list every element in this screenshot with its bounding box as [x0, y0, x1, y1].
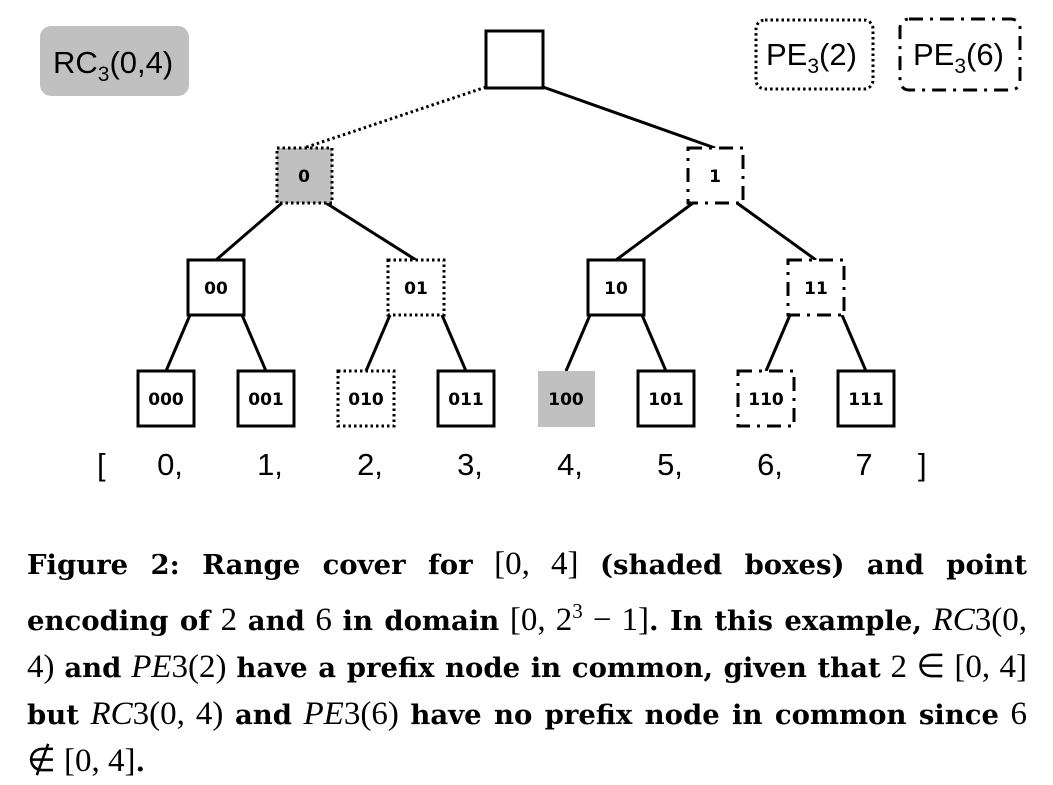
edge-11-110 [764, 314, 792, 372]
edge-0-01 [325, 201, 417, 262]
edge-10-101 [640, 314, 668, 372]
svg-text:001: 001 [248, 390, 284, 410]
tree-leaf-000: 000 [136, 369, 196, 428]
tree-leaf-010: 010 [336, 369, 396, 428]
domain-value: 5, [657, 447, 683, 482]
edge-00-000 [164, 314, 192, 372]
svg-text:11: 11 [804, 279, 828, 299]
tree-leaf-111: 111 [836, 369, 896, 428]
svg-text:000: 000 [148, 390, 184, 410]
legend-pe6-label: PE3(6) [913, 37, 1004, 78]
tree-node-1: 1 [686, 146, 745, 205]
tree-node-00: 00 [186, 258, 246, 317]
edge-11-111 [840, 314, 868, 372]
legend-pe2-label: PE3(2) [766, 37, 857, 78]
tree-node-01: 01 [386, 258, 446, 317]
svg-text:0: 0 [298, 167, 310, 187]
tree-leaf-110: 110 [736, 369, 796, 428]
tree-edges [164, 85, 868, 372]
svg-text:011: 011 [448, 390, 484, 410]
tree-node-11: 11 [786, 258, 846, 317]
svg-text:110: 110 [748, 390, 784, 410]
svg-text:111: 111 [848, 390, 884, 410]
edge-1-10 [615, 201, 694, 262]
legend-range-cover-label: RC3(0,4) [53, 45, 173, 86]
svg-text:1: 1 [709, 167, 721, 187]
tree-leaf-001: 001 [236, 369, 296, 428]
edge-10-100 [564, 314, 592, 372]
svg-text:101: 101 [648, 390, 684, 410]
edge-root-1 [542, 85, 716, 150]
svg-text:01: 01 [404, 279, 428, 299]
edge-0-00 [215, 201, 283, 262]
edge-1-11 [736, 201, 817, 262]
tree-leaf-011: 011 [436, 369, 496, 428]
tree-node-0: 0 [275, 146, 334, 205]
legend-point-encoding-2: PE3(2) [754, 18, 875, 91]
legend-range-cover: RC3(0,4) [40, 26, 189, 96]
edge-01-010 [364, 314, 392, 372]
edge-root-0 [303, 85, 487, 150]
domain-open-bracket: [ [97, 447, 106, 482]
svg-text:00: 00 [204, 279, 228, 299]
tree-node-10: 10 [586, 258, 646, 317]
domain-value: 3, [457, 447, 483, 482]
domain-value: 6, [757, 447, 783, 482]
domain-value: 7 [855, 447, 872, 482]
domain-close-bracket: ] [918, 447, 927, 482]
tree-leaf-101: 101 [636, 369, 696, 428]
domain-value: 1, [257, 447, 283, 482]
edge-00-001 [240, 314, 268, 372]
tree-leaf-100: 100 [538, 371, 595, 427]
domain-value: 4, [557, 447, 583, 482]
figure-caption: Figure 2: Range cover for [0, 4] (shaded… [27, 546, 1028, 779]
prefix-tree-diagram: RC3(0,4) PE3(2) PE3(6) 0 1 00 [40, 17, 1022, 482]
domain-values: [ 0, 1, 2, 3, 4, 5, 6, 7 ] [97, 447, 927, 482]
legend-point-encoding-6: PE3(6) [898, 17, 1022, 92]
svg-text:100: 100 [548, 390, 584, 410]
svg-text:010: 010 [348, 390, 384, 410]
tree-node-root [484, 29, 545, 90]
edge-01-011 [440, 314, 468, 372]
domain-value: 0, [157, 447, 183, 482]
caption-label: Figure 2: [27, 549, 180, 581]
svg-text:10: 10 [604, 279, 628, 299]
domain-value: 2, [357, 447, 383, 482]
